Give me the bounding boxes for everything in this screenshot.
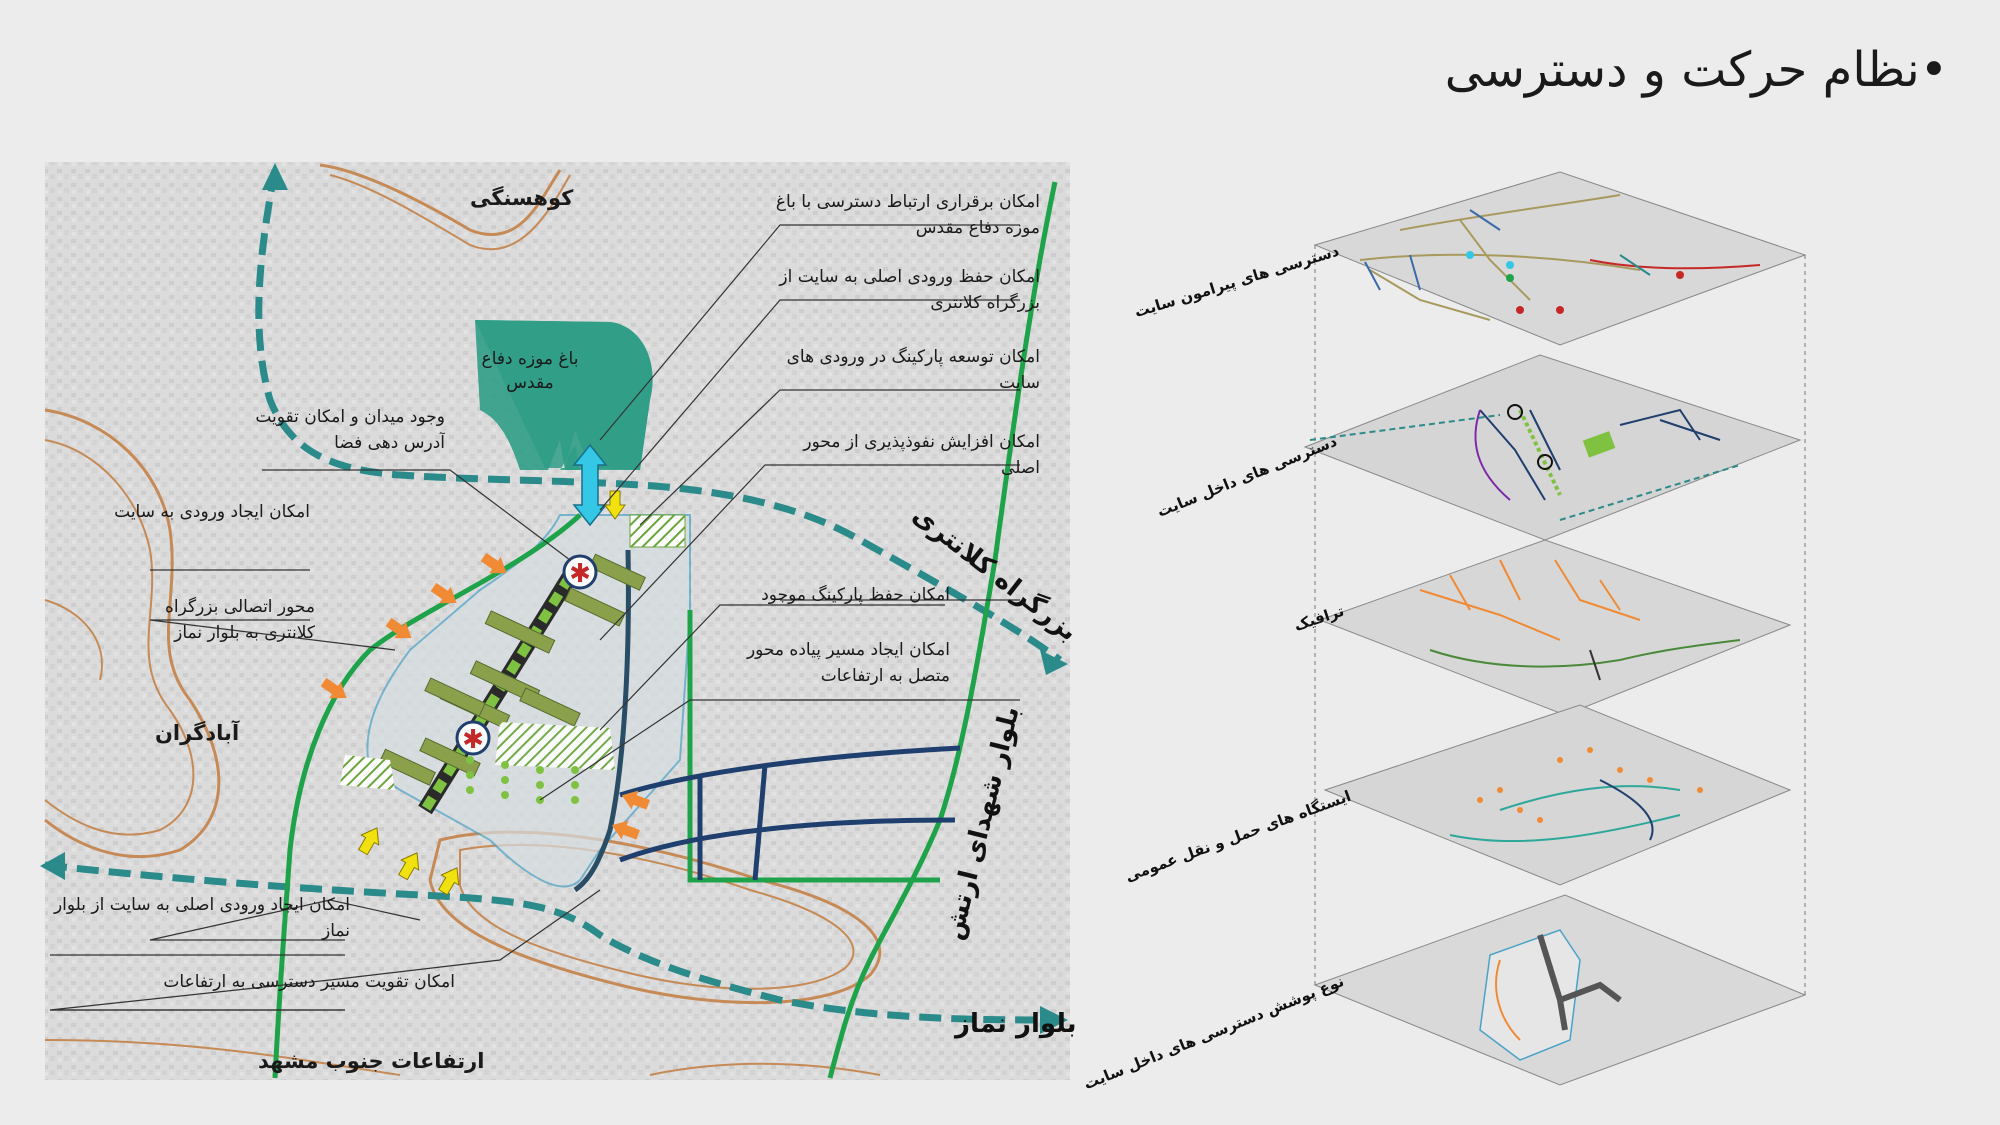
annotation-heights-access: امکان تقویت مسیر دسترسی به ارتفاعات (163, 972, 455, 992)
title-text: نظام حرکت و دسترسی (1444, 42, 1920, 98)
site-map: ✱ ✱ (40, 162, 1084, 1080)
annotation-site-entry: امکان ایجاد ورودی به سایت (114, 502, 310, 522)
annotation-pedestrian-path: امکان ایجاد مسیر پیاده محور متصل به ارتف… (746, 640, 950, 686)
annotation-permeability: امکان افزایش نفوذپذیری از محور اصلی (803, 432, 1040, 478)
svg-text:✱: ✱ (569, 559, 591, 589)
label-museum: باغ موزه دفاع مقدس (481, 349, 579, 393)
layer-2-label: دسترسی های داخل سایت (1155, 432, 1340, 521)
annotation-square: وجود میدان و امکان تقویت آدرس دهی فضا (255, 407, 445, 453)
svg-text:✱: ✱ (462, 725, 484, 755)
layer-3: ترافیک (1292, 539, 1792, 716)
local-roads (573, 549, 961, 893)
road-arrowheads (40, 163, 1068, 1034)
annotation-namaz-entry: امکان ایجاد ورودی اصلی به سایت از بلوار … (53, 895, 350, 941)
annotations: امکان برقراری ارتباط دسترسی با باغ موزه … (53, 192, 1040, 992)
annotation-existing-parking: امکان حفظ پارکینگ موجود (761, 585, 950, 605)
label-abadgaran: آبادگران (155, 720, 240, 745)
annotation-connector: محور اتصالی بزرگراه کلانتری به بلوار نما… (164, 597, 315, 643)
layer-4: ایستگاه های حمل و نقل عمومی (1123, 704, 1792, 886)
leader-lines (49, 224, 1020, 1011)
museum-label: باغ موزه دفاع مقدس (481, 349, 579, 393)
cyan-arrow-icon (572, 443, 608, 527)
layer-3-label: ترافیک (1292, 602, 1346, 635)
main-roads (44, 169, 1063, 1024)
layer-2: دسترسی های داخل سایت (1155, 354, 1802, 541)
label-kuhsangi: کوهسنگی (470, 185, 574, 210)
page-title: •نظام حرکت و دسترسی (1445, 42, 1948, 98)
parking-areas (340, 514, 686, 790)
layer-1-label: دسترسی های پیرامون سایت (1132, 242, 1341, 323)
layer-5: نوع پوشش دسترسی های داخل سایت (1081, 894, 1807, 1094)
label-namaz: بلوار نماز (953, 1009, 1077, 1039)
annotation-museum-link: امکان برقراری ارتباط دسترسی با باغ موزه … (775, 192, 1040, 238)
layer-4-label: ایستگاه های حمل و نقل عمومی (1123, 787, 1354, 886)
green-dots (466, 756, 579, 804)
layer-stack: دسترسی های پیرامون سایت دسترسی های داخل … (1081, 171, 1807, 1094)
label-heights-south: ارتفاعات جنوب مشهد (258, 1049, 484, 1073)
bullet: • (1919, 42, 1948, 98)
layer-1: دسترسی های پیرامون سایت (1132, 171, 1807, 346)
site-buildings (378, 553, 646, 786)
layer-5-label: نوع پوشش دسترسی های داخل سایت (1081, 972, 1347, 1094)
node-icon: ✱ ✱ (455, 554, 598, 756)
annotation-main-entry: امکان حفظ ورودی اصلی به سایت از بزرگراه … (779, 267, 1040, 313)
annotation-parking-dev: امکان توسعه پارکینگ در ورودی های سایت (786, 347, 1040, 393)
